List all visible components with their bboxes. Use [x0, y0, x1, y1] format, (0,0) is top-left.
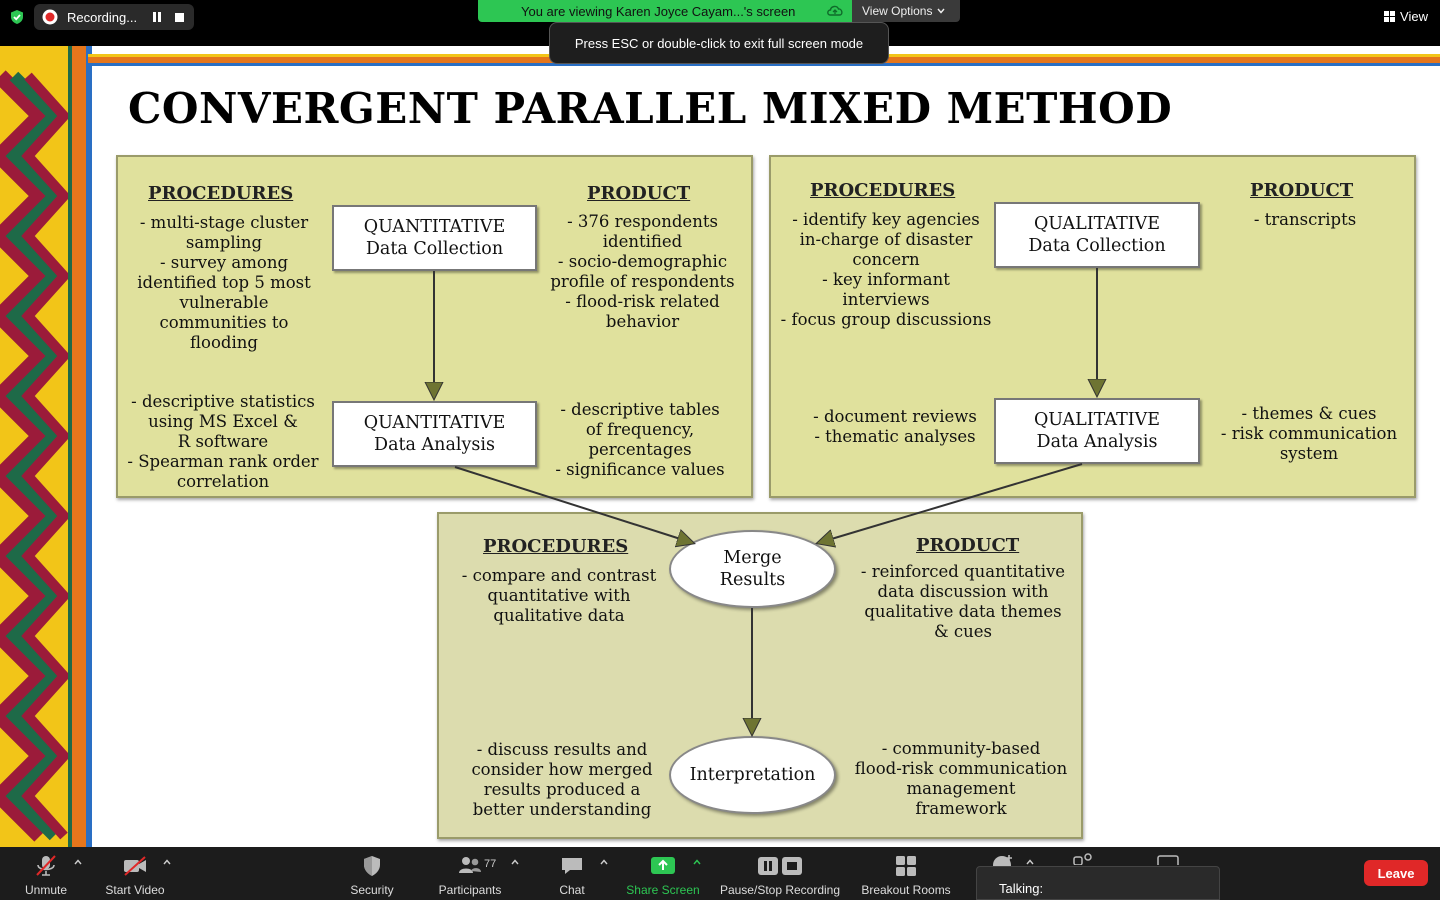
video-options-caret-icon[interactable] [163, 859, 171, 865]
meeting-toolbar: Unmute Start Video Security Participants… [0, 847, 1440, 900]
start-video-button[interactable]: Start Video [100, 847, 170, 900]
breakout-rooms-label: Breakout Rooms [861, 883, 951, 897]
quant-product-heading: PRODUCT [587, 183, 691, 204]
merge-procedures-heading: PROCEDURES [483, 536, 629, 557]
share-screen-button[interactable]: Share Screen [622, 847, 704, 900]
exit-fullscreen-toast: Press ESC or double-click to exit full s… [549, 22, 889, 64]
share-options-caret-icon[interactable] [693, 859, 701, 865]
recording-indicator[interactable]: Recording... [34, 4, 194, 30]
participants-options-caret-icon[interactable] [511, 859, 519, 865]
participants-label: Participants [438, 883, 502, 897]
chat-options-caret-icon[interactable] [600, 859, 608, 865]
apps-icon[interactable] [1072, 853, 1094, 865]
microphone-muted-icon [36, 855, 56, 876]
pause-stop-recording-label: Pause/Stop Recording [719, 883, 841, 897]
chevron-down-icon [937, 8, 946, 14]
pause-stop-recording-icon [758, 857, 802, 875]
leave-meeting-button[interactable]: Leave [1364, 860, 1428, 886]
decorative-zigzag-border [0, 46, 92, 847]
qual-analysis-procedures: - document reviews- thematic analyses [813, 407, 977, 446]
viewing-screen-banner: You are viewing Karen Joyce Cayam...'s s… [478, 0, 852, 22]
start-video-label: Start Video [105, 883, 165, 897]
security-shield-icon [364, 856, 380, 876]
security-label: Security [350, 883, 394, 897]
qual-collection-product: - transcripts [1253, 210, 1357, 229]
share-screen-label: Share Screen [626, 883, 700, 897]
participants-icon [459, 857, 481, 873]
grid-view-icon [1384, 11, 1396, 22]
merge-product-heading: PRODUCT [916, 535, 1020, 556]
slide-title: CONVERGENT PARALLEL MIXED METHOD [128, 84, 1173, 133]
audio-options-caret-icon[interactable] [74, 859, 82, 865]
video-camera-off-icon [124, 856, 146, 876]
share-screen-arrow-icon [651, 857, 675, 874]
view-options-dropdown[interactable]: View Options [852, 0, 960, 22]
security-button[interactable]: Security [342, 847, 402, 900]
quant-procedures-heading: PROCEDURES [148, 183, 294, 204]
qual-procedures-heading: PROCEDURES [810, 180, 956, 201]
talking-indicator: Talking: [976, 866, 1220, 900]
view-label: View [1400, 9, 1428, 24]
participants-button[interactable]: Participants [432, 847, 508, 900]
recording-label: Recording... [67, 9, 138, 25]
view-layout-button[interactable]: View [1384, 9, 1428, 24]
interpretation-oval: Interpretation [669, 736, 836, 814]
chat-bubble-icon [562, 858, 582, 874]
cloud-recording-icon [42, 9, 58, 25]
whiteboard-icon[interactable] [1156, 855, 1180, 865]
breakout-rooms-icon [896, 856, 916, 876]
pause-stop-recording-button[interactable]: Pause/Stop Recording [716, 847, 844, 900]
reactions-icon[interactable] [990, 853, 1016, 867]
shared-slide: CONVERGENT PARALLEL MIXED METHOD PROCEDU… [0, 46, 1440, 847]
unmute-button[interactable]: Unmute [18, 847, 74, 900]
viewing-screen-text: You are viewing Karen Joyce Cayam...'s s… [521, 3, 796, 19]
reactions-caret-icon[interactable] [1026, 859, 1034, 865]
stop-recording-icon[interactable] [175, 13, 184, 22]
chat-button[interactable]: Chat [552, 847, 592, 900]
pause-recording-icon[interactable] [152, 12, 162, 22]
qual-product-heading: PRODUCT [1250, 180, 1354, 201]
participants-count: 77 [484, 858, 497, 870]
chat-label: Chat [559, 883, 585, 897]
breakout-rooms-button[interactable]: Breakout Rooms [858, 847, 954, 900]
unmute-label: Unmute [24, 883, 68, 897]
view-options-label: View Options [862, 4, 933, 18]
cloud-icon [827, 5, 843, 16]
encryption-shield-icon[interactable] [9, 9, 25, 25]
